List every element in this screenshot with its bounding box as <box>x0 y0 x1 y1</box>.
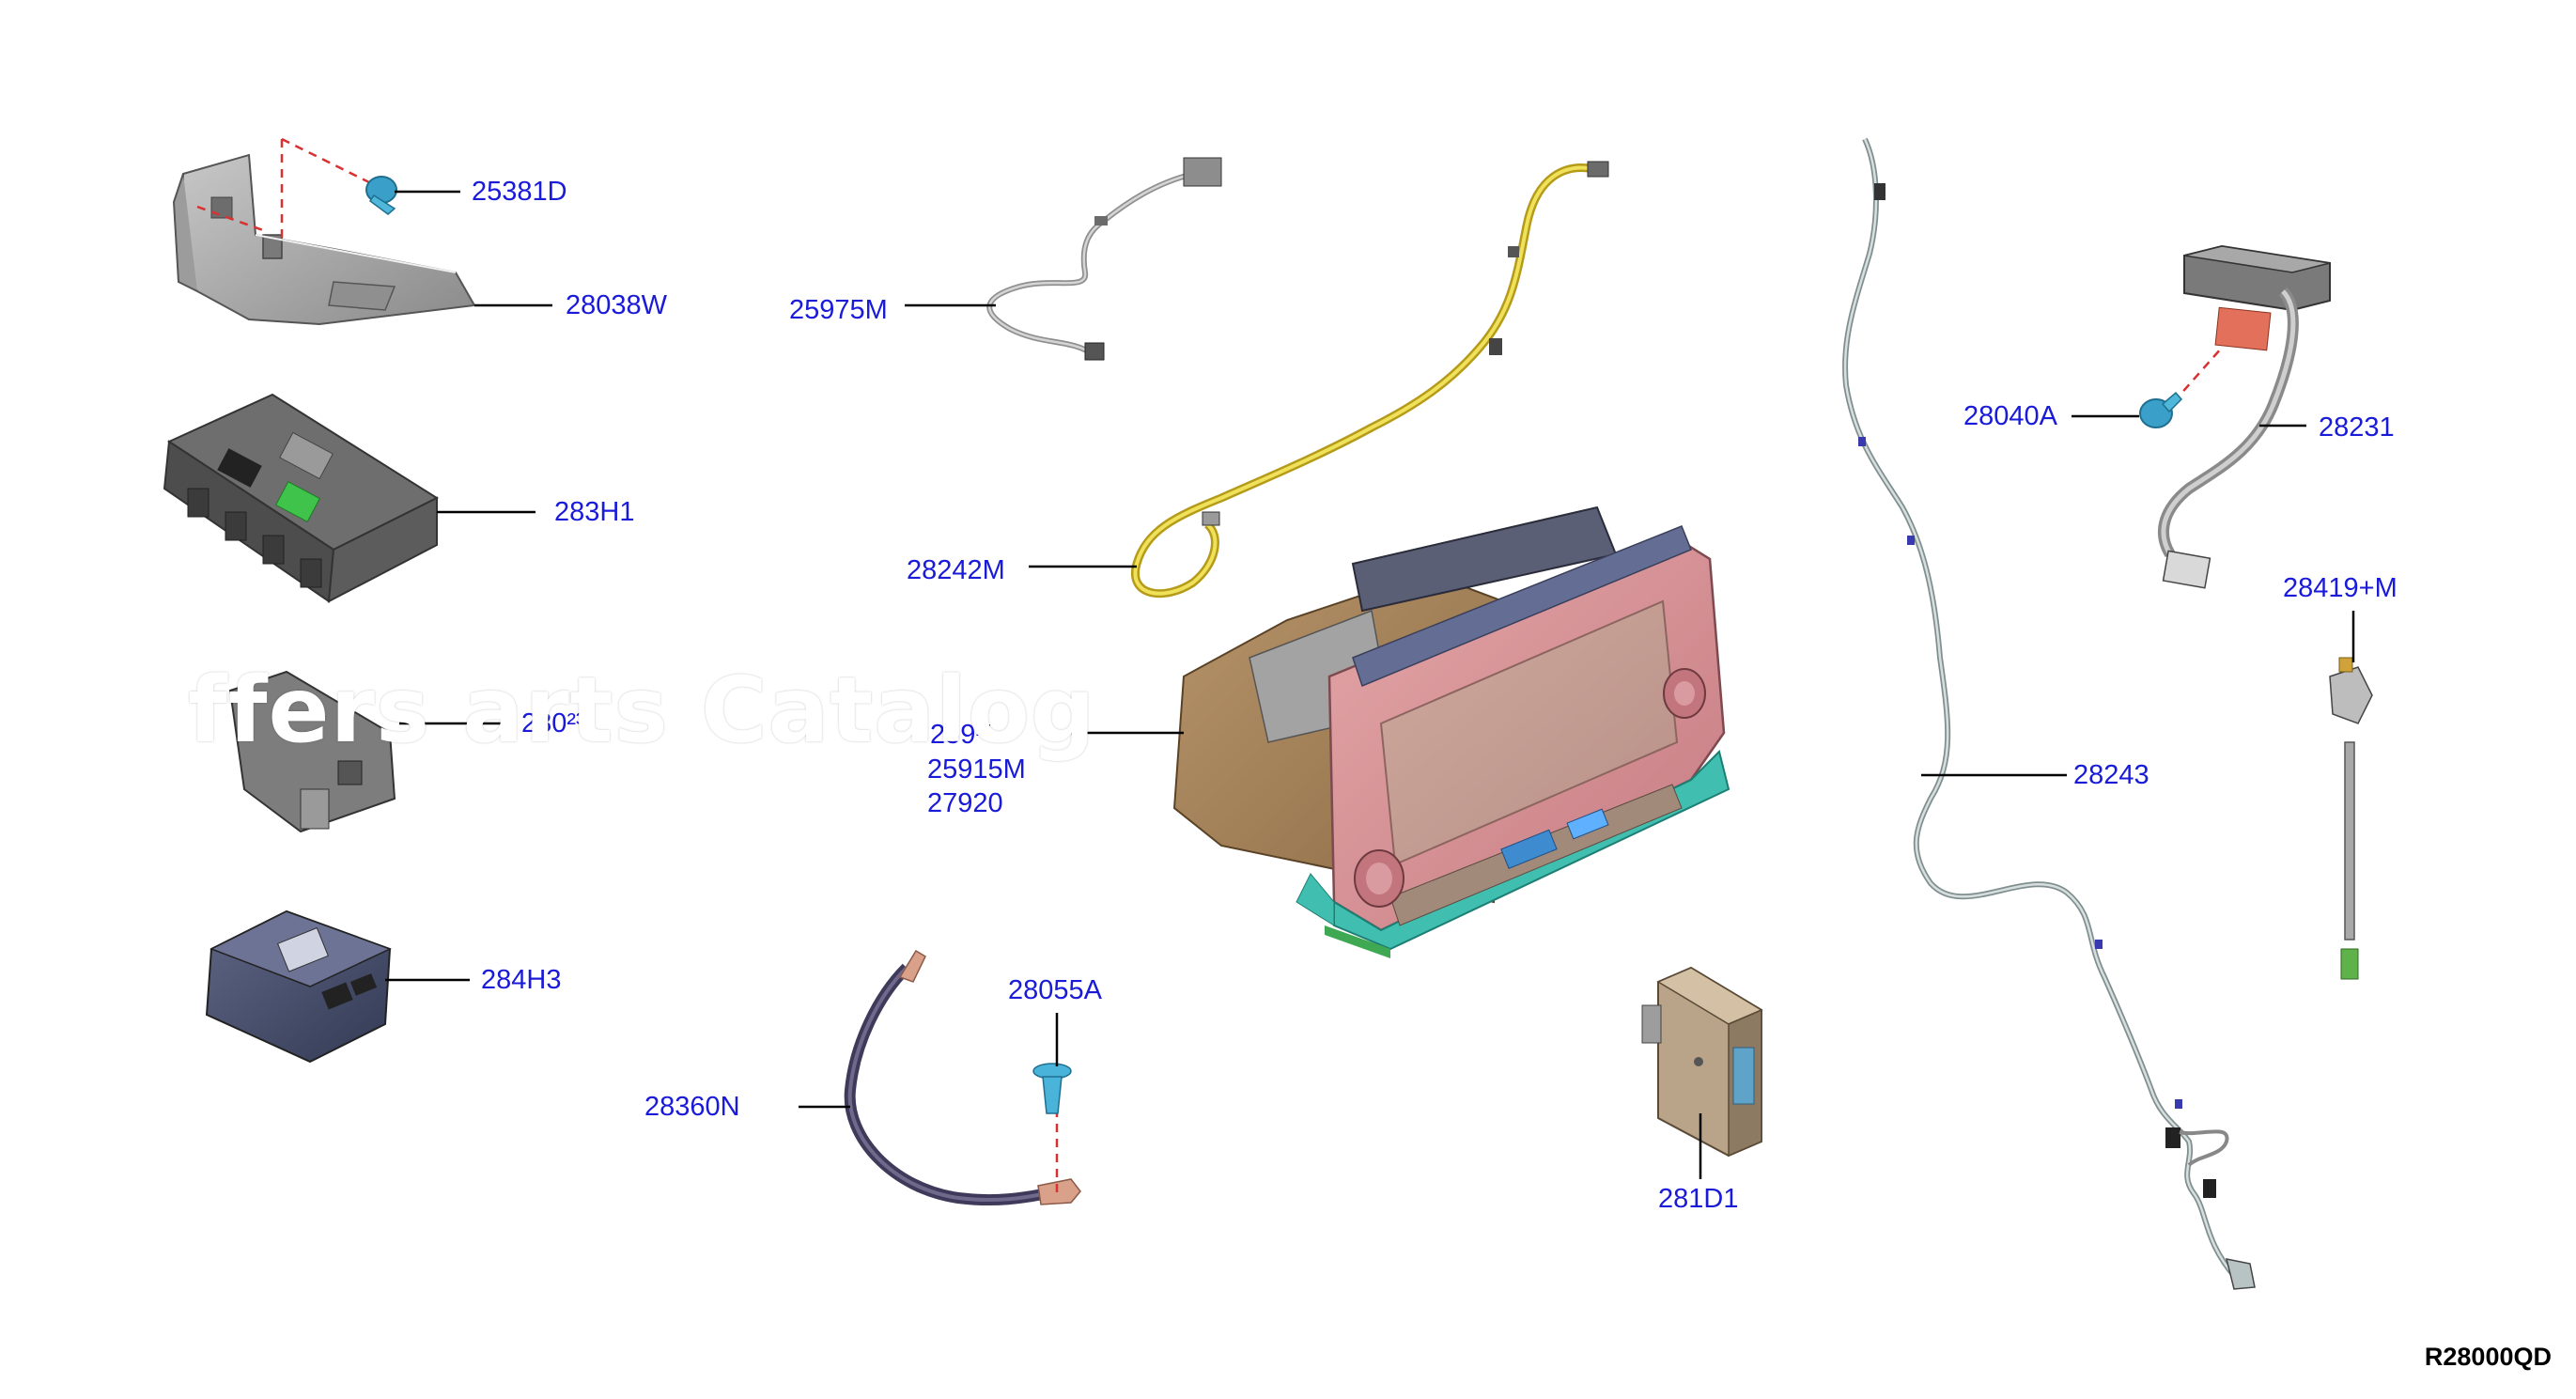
callout-27920: 27920 <box>927 788 1003 818</box>
push-clip <box>1032 1063 1072 1193</box>
bolt <box>2139 347 2223 428</box>
antenna-rod <box>2329 657 2373 980</box>
callout-28243: 28243 <box>2073 760 2149 790</box>
connector-switch <box>228 670 396 833</box>
callout-28360N: 28360N <box>644 1092 740 1122</box>
callout-284H3: 284H3 <box>481 965 562 995</box>
callout-25381D: 25381D <box>472 177 567 207</box>
callout-28231: 28231 <box>2319 412 2395 443</box>
screw <box>365 176 397 215</box>
ground-strap <box>844 949 1081 1206</box>
control-unit-module <box>163 393 440 603</box>
callout-280xx: 280²³ <box>521 708 585 738</box>
callout-28040A: 28040A <box>1963 401 2057 431</box>
mounting-bracket <box>172 153 476 326</box>
short-wire-harness <box>986 157 1222 361</box>
callout-283H1: 283H1 <box>554 497 635 527</box>
fastener-dashes <box>196 137 372 240</box>
callout-28242M: 28242M <box>907 555 1005 585</box>
callout-28038W: 28038W <box>566 290 668 320</box>
leader-lines <box>385 190 2355 1179</box>
display-audio-unit <box>1172 505 1730 958</box>
callout-25915M: 25915M <box>927 754 1026 785</box>
watermark: ffers arts Catalog <box>188 658 1096 763</box>
callout-28055A: 28055A <box>1008 975 1102 1005</box>
callout-25975M: 25975M <box>789 295 888 325</box>
yellow-wire-harness <box>1130 161 1609 598</box>
callout-259xx: 259¹¹ <box>930 720 994 750</box>
reference-code: R28000QD <box>2424 1343 2552 1371</box>
antenna-feeder-cable <box>1842 137 2256 1290</box>
antenna-amplifier <box>2157 244 2331 589</box>
usb-module <box>205 909 392 1064</box>
callout-28419M: 28419+M <box>2283 573 2398 603</box>
electronic-module <box>1641 966 1763 1158</box>
callout-281D1: 281D1 <box>1658 1184 1739 1214</box>
